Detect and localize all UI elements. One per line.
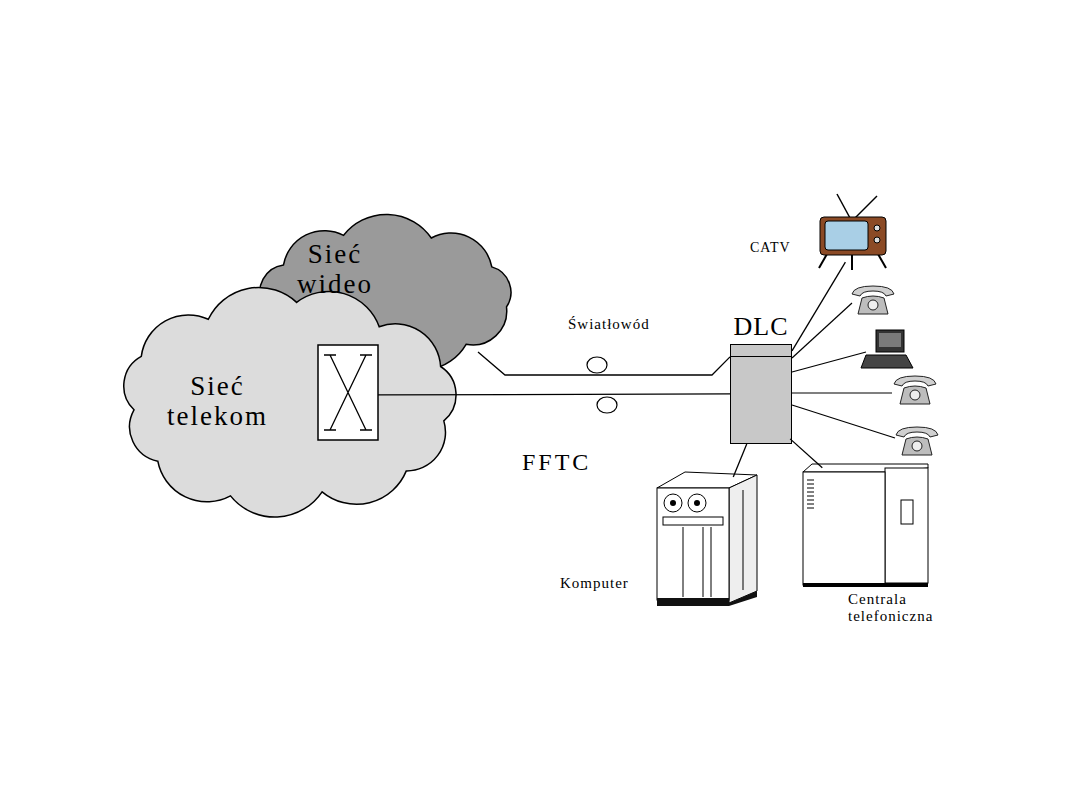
drawing-part <box>657 598 729 606</box>
telephone-icon <box>896 427 938 455</box>
text-holder: Sieć telekom <box>150 372 285 431</box>
monitor <box>876 330 904 352</box>
fiber-link <box>733 444 746 477</box>
tv-device-drawing <box>815 190 891 272</box>
drawing-part <box>324 355 372 430</box>
switch-symbol <box>318 345 378 440</box>
drawing-part <box>855 196 877 218</box>
drawing-part <box>874 225 880 231</box>
wire <box>792 352 866 372</box>
drawing-part <box>803 472 885 585</box>
drawing-part <box>878 254 886 268</box>
diagram-label: Światłowód <box>568 316 650 333</box>
fiber-link <box>378 394 730 395</box>
mainframe-device-drawing <box>653 465 760 610</box>
drawing-part <box>837 194 850 218</box>
drawing-part <box>657 488 729 600</box>
tv-device: CATV <box>745 190 890 275</box>
drawing-part <box>820 217 886 255</box>
drawing-part <box>683 490 743 597</box>
wire <box>792 392 892 393</box>
dlc-box <box>730 344 792 444</box>
device-wires <box>792 303 895 438</box>
diagram-label: FFTC <box>522 449 591 476</box>
drawing-part <box>318 345 378 440</box>
telephone-icon <box>894 376 936 404</box>
pbx-device: Centrala telefoniczna <box>798 460 970 635</box>
drawing-part <box>124 287 456 517</box>
text-holder: FFTC <box>522 449 591 476</box>
drawing-part <box>874 237 880 243</box>
drawing-part <box>885 468 928 583</box>
fiber-link <box>790 439 822 468</box>
dlc-panel-line <box>731 345 791 357</box>
dlc-unit: DLC <box>728 312 794 447</box>
pbx-device-drawing <box>798 460 933 590</box>
cloud-network: Sieć telekom <box>95 280 480 525</box>
wire <box>792 303 852 358</box>
drawing-part <box>688 494 706 512</box>
telephone-icon <box>852 286 894 314</box>
text-holder: CATV <box>750 240 812 255</box>
text-holder: Światłowód <box>568 316 650 333</box>
cloud-shape <box>95 280 480 525</box>
text-holder: Komputer <box>560 575 652 592</box>
keyboard <box>861 355 913 368</box>
screen <box>879 333 901 347</box>
terminal-icon <box>861 330 913 368</box>
node-label: Komputer <box>560 575 652 592</box>
drawing-part <box>825 221 868 250</box>
mainframe-device: Komputer <box>555 465 760 610</box>
wire <box>792 405 895 438</box>
fiber-loop <box>597 397 617 413</box>
fiber-loop <box>587 357 607 373</box>
text-holder: Sieć wideo <box>285 240 385 299</box>
text-holder: Centrala telefoniczna <box>848 591 966 624</box>
drawing-part <box>807 480 814 508</box>
node-label: CATV <box>750 240 812 255</box>
drawing-part <box>851 254 853 270</box>
drawing-part <box>664 494 682 512</box>
node-label: DLC <box>728 312 794 342</box>
fiber-link <box>478 352 730 375</box>
drawing-part <box>670 500 676 506</box>
node-label: Sieć wideo <box>285 240 385 299</box>
drawing-part <box>803 583 928 587</box>
drawing-part <box>694 500 700 506</box>
drawing-part <box>663 517 723 525</box>
drawing-part <box>819 254 827 268</box>
drawing-part <box>901 500 913 524</box>
fiber-link <box>792 262 845 351</box>
drawing-part <box>729 591 757 606</box>
node-label: Centrala telefoniczna <box>848 591 966 624</box>
node-label: Sieć telekom <box>150 372 285 431</box>
